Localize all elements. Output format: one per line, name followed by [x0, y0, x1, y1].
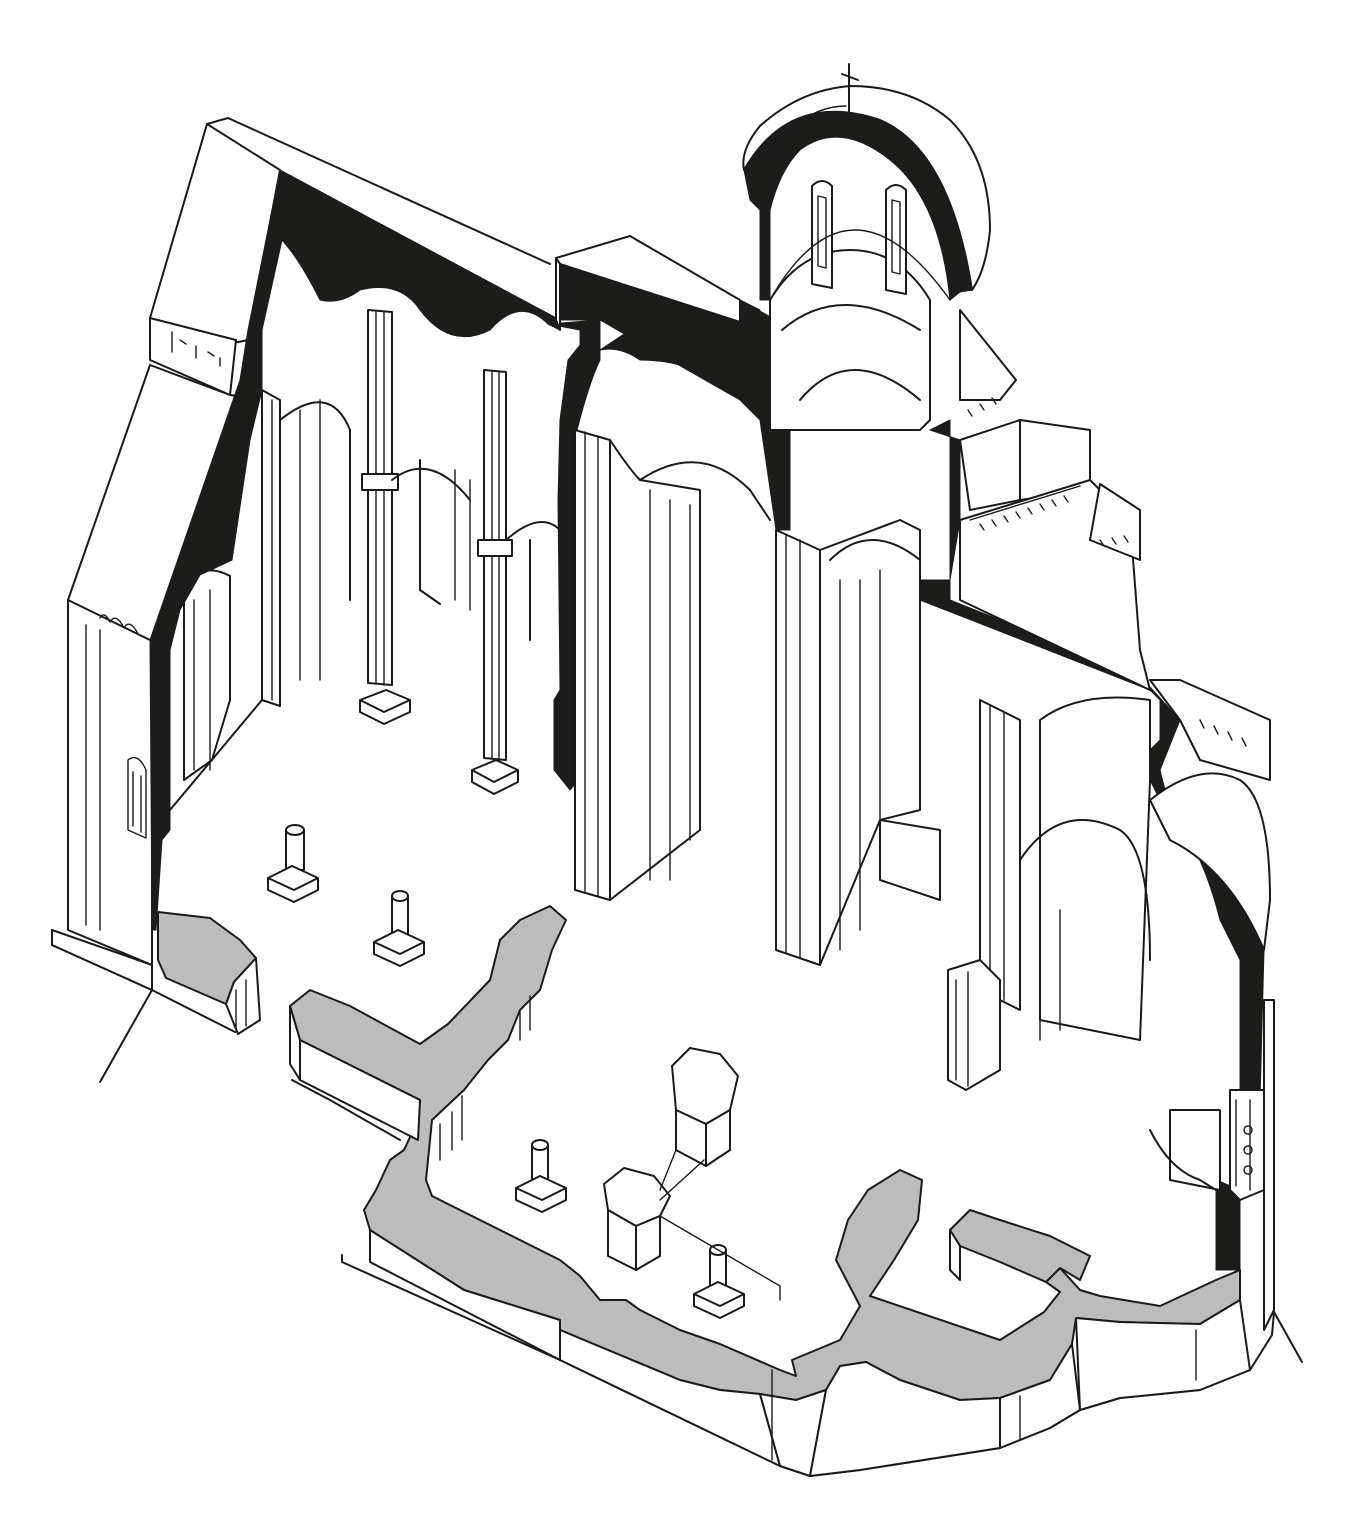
- nave-columns: [267, 309, 745, 1319]
- roof-slabs: [555, 235, 1141, 561]
- nave-arcade: [169, 389, 561, 811]
- crossing-piers: [574, 180, 951, 966]
- dome-top: [742, 85, 991, 291]
- plan-cut-grey: [157, 905, 1251, 1477]
- cross-icon: [841, 63, 859, 121]
- plan-piers: [603, 1047, 781, 1301]
- section-cut-black: [149, 111, 1265, 1271]
